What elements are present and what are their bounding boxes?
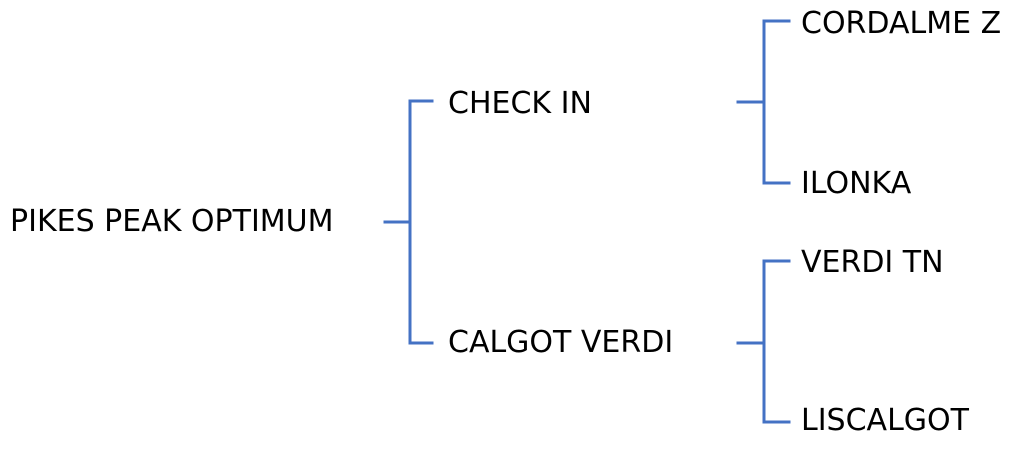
level2-node-cordalme-z: CORDALME Z <box>801 6 1002 41</box>
level2-node-verdi-tn: VERDI TN <box>801 245 944 280</box>
root-bracket <box>383 99 434 345</box>
level2-node-ilonka: ILONKA <box>801 166 912 201</box>
calgot-verdi-bracket <box>736 259 791 424</box>
level2-node-liscalgot: LISCALGOT <box>801 403 969 438</box>
level1-node-calgot-verdi: CALGOT VERDI <box>448 325 674 360</box>
level1-node-check-in: CHECK IN <box>448 86 592 121</box>
root-node-label: PIKES PEAK OPTIMUM <box>10 204 334 239</box>
check-in-bracket <box>736 19 791 185</box>
